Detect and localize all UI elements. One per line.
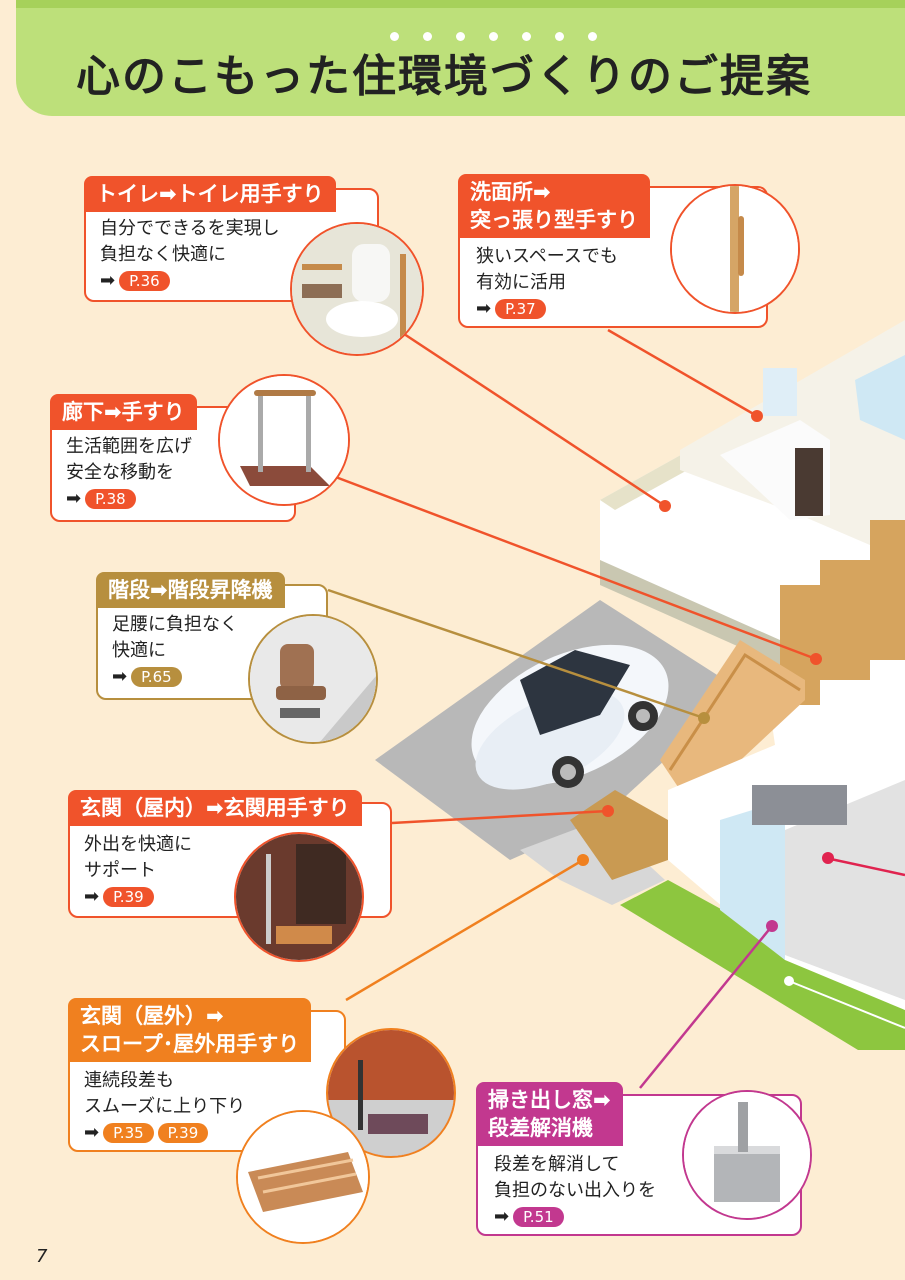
card-stairs-header: 階段➡階段昇降機 bbox=[96, 572, 285, 608]
page-ref-link[interactable]: P.36 bbox=[119, 271, 170, 291]
card-window-lift-header: 掃き出し窓➡段差解消機 bbox=[476, 1082, 623, 1146]
page-number: 7 bbox=[36, 1246, 48, 1267]
card-hallway-line1: 生活範囲を広げ bbox=[66, 436, 192, 457]
card-washroom-line1: 狭いスペースでも bbox=[476, 246, 618, 267]
arrow-icon: ➡ bbox=[100, 270, 116, 291]
card-stairs-line1: 足腰に負担なく bbox=[112, 614, 238, 635]
card-toilet-line1: 自分でできるを実現し bbox=[100, 218, 280, 239]
card-entrance-outdoor-line1: 連続段差も bbox=[84, 1070, 174, 1091]
header-band bbox=[16, 0, 905, 8]
card-entrance-outdoor-header: 玄関（屋外）➡スロープ･屋外用手すり bbox=[68, 998, 312, 1062]
page-header: 心のこもった住環境づくりのご提案 bbox=[16, 0, 905, 116]
card-toilet-line2: 負担なく快適に bbox=[100, 244, 226, 265]
card-stairs-line2: 快適に bbox=[112, 640, 166, 661]
card-washroom-line2: 有効に活用 bbox=[476, 272, 566, 293]
photo-entrance-handrail bbox=[234, 832, 364, 962]
page-ref-link[interactable]: P.38 bbox=[85, 489, 136, 509]
page-ref-link[interactable]: P.65 bbox=[131, 667, 182, 687]
arrow-icon: ➡ bbox=[494, 1206, 510, 1227]
page-title: 心のこもった住環境づくりのご提案 bbox=[76, 51, 812, 102]
header-dots bbox=[390, 26, 621, 45]
card-window-lift: 掃き出し窓➡段差解消機 段差を解消して 負担のない出入りを ➡P.51 bbox=[476, 1082, 802, 1236]
page-ref-link[interactable]: P.37 bbox=[495, 299, 546, 319]
arrow-icon: ➡ bbox=[66, 488, 82, 509]
arrow-icon: ➡ bbox=[112, 666, 128, 687]
photo-slope bbox=[236, 1110, 370, 1244]
card-window-lift-line1: 段差を解消して bbox=[494, 1154, 620, 1175]
card-washroom: 洗面所➡突っ張り型手すり 狭いスペースでも 有効に活用 ➡P.37 bbox=[458, 174, 768, 328]
photo-standing-handrail bbox=[218, 374, 350, 506]
card-toilet-header: トイレ➡トイレ用手すり bbox=[84, 176, 336, 212]
page-ref-link[interactable]: P.35 bbox=[103, 1123, 154, 1143]
card-entrance-outdoor-line2: スムーズに上り下り bbox=[84, 1096, 246, 1117]
photo-step-lift bbox=[682, 1090, 812, 1220]
photo-stair-lift bbox=[248, 614, 378, 744]
card-window-lift-line2: 負担のない出入りを bbox=[494, 1180, 656, 1201]
card-hallway-header: 廊下➡手すり bbox=[50, 394, 197, 430]
photo-toilet-handrail bbox=[290, 222, 424, 356]
photo-outdoor-handrail bbox=[326, 1028, 456, 1158]
card-entrance-indoor-line1: 外出を快適に bbox=[84, 834, 192, 855]
photo-tension-pole-handrail bbox=[670, 184, 800, 314]
card-washroom-header: 洗面所➡突っ張り型手すり bbox=[458, 174, 650, 238]
card-entrance-indoor-line2: サポート bbox=[84, 860, 156, 881]
page-ref-link[interactable]: P.39 bbox=[157, 1123, 209, 1143]
arrow-icon: ➡ bbox=[476, 298, 492, 319]
page-ref-link[interactable]: P.39 bbox=[103, 887, 154, 907]
arrow-icon: ➡ bbox=[84, 1122, 100, 1143]
arrow-icon: ➡ bbox=[84, 886, 100, 907]
card-hallway-line2: 安全な移動を bbox=[66, 462, 174, 483]
card-entrance-indoor-header: 玄関（屋内）➡玄関用手すり bbox=[68, 790, 362, 826]
page-ref-link[interactable]: P.51 bbox=[513, 1207, 564, 1227]
